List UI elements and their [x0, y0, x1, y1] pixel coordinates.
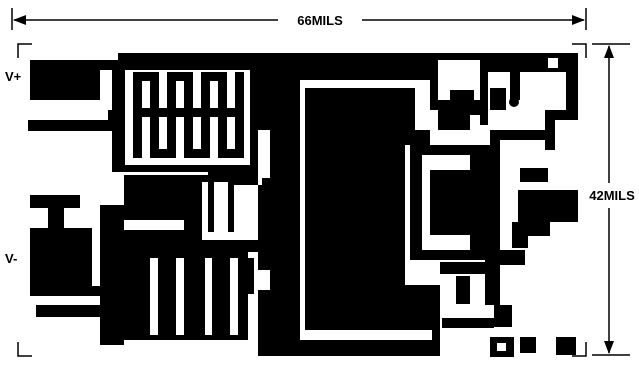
output-stage-right [512, 190, 578, 248]
bias-stub [262, 178, 272, 208]
gain-stage-block [438, 100, 480, 130]
width-arrow-right-icon [572, 15, 585, 25]
output-tap [456, 276, 470, 304]
resistor-crossbar [133, 108, 244, 117]
serpentine-resistor [133, 72, 244, 158]
width-dimension-label: 66MILS [297, 13, 343, 28]
width-arrow-left-icon [13, 15, 26, 25]
corner-mark-bottom-left [17, 342, 32, 357]
mirror-finger-pad [240, 258, 254, 294]
bias-trace [190, 182, 202, 252]
die-corner-marks [17, 43, 587, 357]
height-dimension: 42MILS [589, 43, 635, 356]
via-contact-icon [509, 97, 519, 107]
resistor-link [227, 149, 235, 158]
output-driver-pad [440, 178, 462, 228]
height-dimension-label: 42MILS [589, 188, 635, 203]
bias-network [120, 175, 258, 252]
corner-mark-bottom-right [572, 342, 587, 357]
mirror-finger-pad [160, 278, 174, 314]
right-trace-drop [545, 120, 555, 150]
metallization-layer [28, 53, 578, 357]
resistor-link [210, 72, 218, 81]
contact-pad [494, 305, 512, 327]
v-minus-top-bar [30, 195, 80, 208]
right-trace [545, 110, 578, 120]
v-minus-trace [30, 286, 124, 296]
resistor-link [159, 149, 167, 158]
gain-stage-tab [450, 90, 474, 100]
resistor-link [176, 72, 184, 81]
v-minus-neck [48, 208, 64, 228]
mirror-finger-pad [214, 262, 228, 298]
probe-pad [556, 337, 576, 355]
height-arrow-bottom-icon [604, 341, 614, 354]
resistor-link [142, 72, 150, 81]
probe-pad [520, 337, 536, 353]
v-minus-riser [100, 205, 124, 345]
v-plus-trace [28, 120, 118, 131]
output-transistor-core [305, 88, 440, 330]
height-arrow-top-icon [604, 45, 614, 58]
output-transistor-strip [280, 75, 296, 335]
v-plus-bond-pad [30, 60, 125, 100]
compensation-capacitor [490, 88, 506, 110]
pin-label-v-minus: V- [5, 251, 17, 266]
corner-mark-top-left [17, 43, 32, 58]
bottom-link [442, 318, 494, 328]
contact-window [548, 58, 558, 68]
resistor-link [193, 149, 201, 158]
pin-label-v-plus: V+ [5, 69, 22, 84]
probe-pad-window [497, 343, 506, 351]
output-resistor [520, 168, 548, 182]
v-minus-bond-pad [30, 228, 92, 286]
mirror-finger-pad [186, 262, 202, 298]
compensation-network [480, 58, 578, 125]
top-supply-rail [118, 53, 578, 62]
output-transistor-top-bar [262, 62, 438, 72]
output-stage-tail [485, 250, 525, 305]
output-rail [440, 262, 485, 274]
corner-mark-top-right [572, 43, 587, 58]
bias-loop [208, 170, 258, 232]
width-dimension: 66MILS [11, 8, 587, 30]
